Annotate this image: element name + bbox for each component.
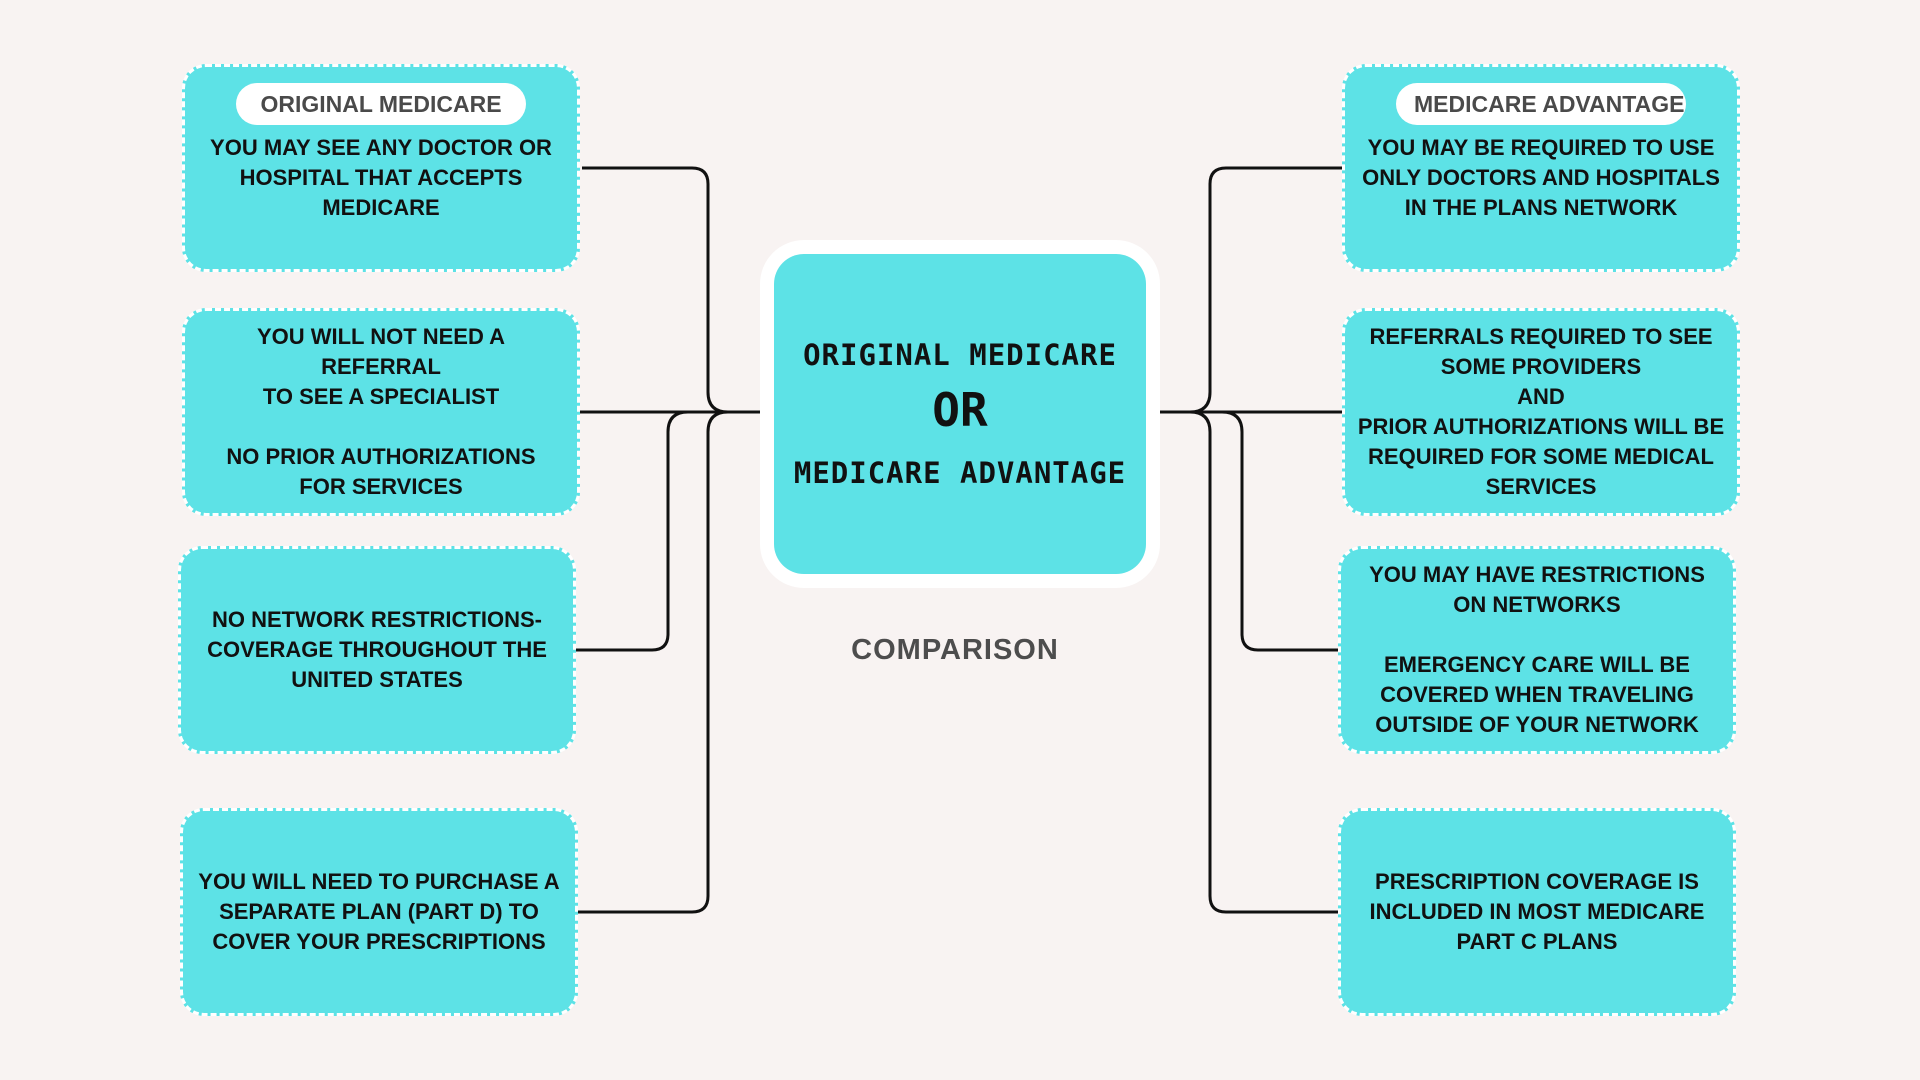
right-box-medicare-advantage: MEDICARE ADVANTAGE YOU MAY BE REQUIRED T… — [1342, 64, 1740, 272]
connector-right-4 — [1160, 410, 1338, 914]
left-box-network: NO NETWORK RESTRICTIONS- COVERAGE THROUG… — [178, 546, 576, 754]
right-box-network-restrictions: YOU MAY HAVE RESTRICTIONS ON NETWORKS EM… — [1338, 546, 1736, 754]
right-box-text: PRESCRIPTION COVERAGE IS INCLUDED IN MOS… — [1369, 869, 1705, 954]
left-box-text: YOU WILL NOT NEED A REFERRAL TO SEE A SP… — [226, 324, 536, 499]
comparison-caption: COMPARISON — [851, 634, 1059, 666]
right-box-text: REFERRALS REQUIRED TO SEE SOME PROVIDERS… — [1357, 324, 1725, 499]
left-box-text: NO NETWORK RESTRICTIONS- COVERAGE THROUG… — [207, 607, 547, 692]
left-box-prescriptions: YOU WILL NEED TO PURCHASE A SEPARATE PLA… — [180, 808, 578, 1016]
connector-right-1 — [1160, 166, 1342, 414]
right-box-text: YOU MAY BE REQUIRED TO USE ONLY DOCTORS … — [1362, 135, 1720, 220]
left-box-original-medicare: ORIGINAL MEDICARE YOU MAY SEE ANY DOCTOR… — [182, 64, 580, 272]
center-title-line-2: MEDICARE ADVANTAGE — [793, 456, 1127, 490]
connector-left-1 — [582, 166, 760, 414]
connector-left-4 — [578, 410, 760, 914]
left-box-text: YOU WILL NEED TO PURCHASE A SEPARATE PLA… — [198, 869, 560, 954]
left-box-referral: YOU WILL NOT NEED A REFERRAL TO SEE A SP… — [182, 308, 580, 516]
connector-left-3 — [576, 410, 760, 652]
right-box-heading: MEDICARE ADVANTAGE — [1396, 83, 1686, 125]
center-title-line-1: ORIGINAL MEDICARE — [803, 338, 1117, 372]
right-box-referrals: REFERRALS REQUIRED TO SEE SOME PROVIDERS… — [1342, 308, 1740, 516]
right-box-prescription-coverage: PRESCRIPTION COVERAGE IS INCLUDED IN MOS… — [1338, 808, 1736, 1016]
right-box-text: YOU MAY HAVE RESTRICTIONS ON NETWORKS EM… — [1369, 562, 1705, 737]
center-title-or: OR — [932, 383, 988, 437]
center-title-box: ORIGINAL MEDICARE OR MEDICARE ADVANTAGE — [774, 254, 1146, 574]
left-box-heading: ORIGINAL MEDICARE — [236, 83, 526, 125]
left-box-text: YOU MAY SEE ANY DOCTOR OR HOSPITAL THAT … — [210, 135, 552, 220]
connector-right-3 — [1160, 410, 1338, 652]
